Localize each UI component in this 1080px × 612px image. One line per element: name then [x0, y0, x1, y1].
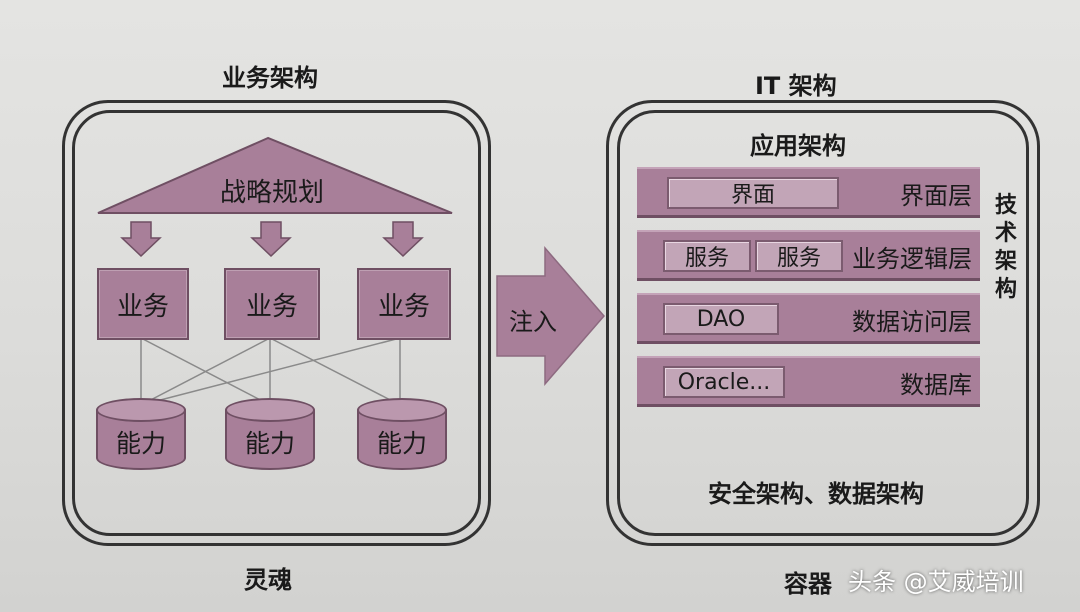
service-tab-1: 服务: [663, 240, 751, 272]
business-box-1: 业务: [97, 268, 189, 340]
capability-label-1: 能力: [96, 410, 186, 470]
capability-cylinder-1: 能力: [96, 398, 186, 470]
it-outer-frame: [606, 100, 1040, 546]
business-outer-frame: [62, 100, 491, 546]
strategy-label: 战略规划: [220, 178, 325, 208]
business-inner-frame: [72, 110, 481, 536]
business-architecture-title: 业务架构: [222, 64, 318, 92]
capability-cylinder-2: 能力: [225, 398, 315, 470]
dao-tab: DAO: [663, 303, 779, 335]
business-box-2: 业务: [224, 268, 320, 340]
service-tab-2: 服务: [755, 240, 843, 272]
ui-layer-label: 界面层: [900, 182, 972, 210]
oracle-tab: Oracle...: [663, 366, 785, 398]
down-arrow-2: [250, 221, 292, 258]
tech-char-4: 构: [994, 277, 1017, 302]
tech-char-1: 技: [994, 193, 1017, 218]
layer-ui: 界面 界面层: [637, 167, 980, 218]
down-arrow-1: [120, 221, 162, 258]
container-caption: 容器: [784, 570, 832, 598]
inject-label: 注入: [509, 308, 557, 336]
down-arrow-3: [382, 221, 424, 258]
layer-data-access: DAO 数据访问层: [637, 293, 980, 344]
layer-business-logic: 服务 服务 业务逻辑层: [637, 230, 980, 281]
tech-char-3: 架: [994, 249, 1017, 274]
capability-links: [140, 337, 401, 406]
watermark: 头条 @艾威培训: [848, 568, 1024, 596]
capability-cylinder-3: 能力: [357, 398, 447, 470]
tech-char-2: 术: [994, 221, 1017, 246]
it-inner-frame: [617, 110, 1029, 536]
business-box-3: 业务: [357, 268, 451, 340]
inject-arrow: [496, 245, 605, 387]
data-access-layer-label: 数据访问层: [852, 308, 972, 336]
tech-architecture-vertical: 技 术 架 构: [993, 192, 1019, 304]
security-data-architecture: 安全架构、数据架构: [708, 480, 924, 508]
it-architecture-title: IT 架构: [755, 72, 837, 100]
business-logic-layer-label: 业务逻辑层: [852, 245, 972, 273]
soul-caption: 灵魂: [244, 566, 292, 594]
application-architecture-title: 应用架构: [750, 132, 846, 160]
database-layer-label: 数据库: [900, 371, 972, 399]
layer-database: Oracle... 数据库: [637, 356, 980, 407]
strategy-triangle: [97, 136, 453, 214]
ui-tab: 界面: [667, 177, 839, 209]
